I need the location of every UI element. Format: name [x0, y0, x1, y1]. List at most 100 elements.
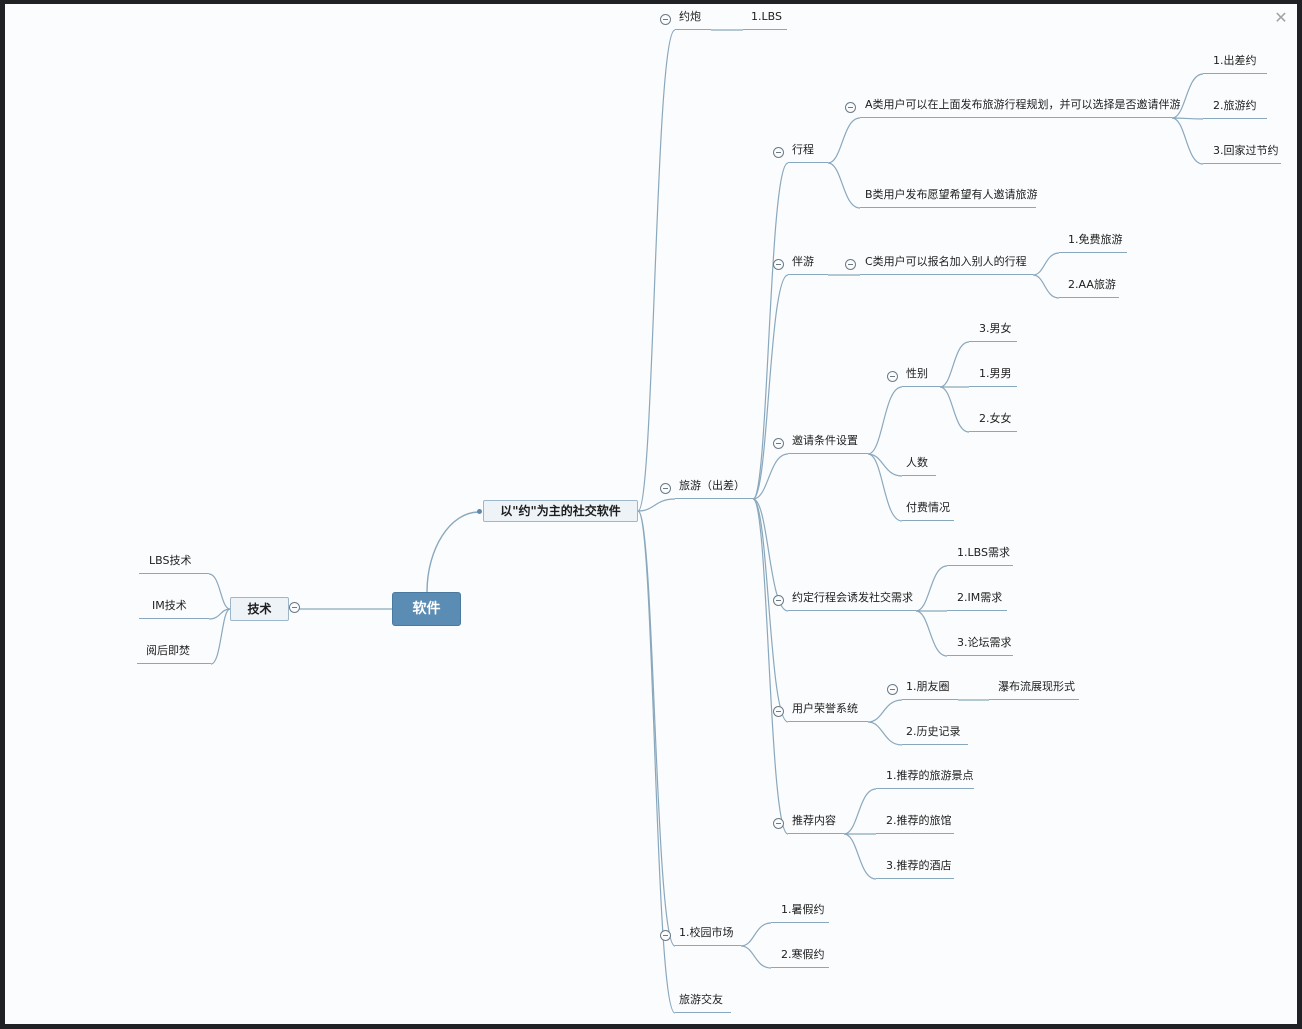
gender-child-mixed[interactable]: 3.男女: [969, 322, 1017, 342]
tech-child-im[interactable]: IM技术: [139, 599, 209, 619]
gender-node[interactable]: 性别: [902, 367, 940, 387]
recommend-child-label: 2.推荐的旅馆: [886, 814, 952, 827]
honor-node[interactable]: 用户荣誉系统: [788, 702, 868, 722]
connector-line: [915, 565, 948, 612]
connector-line: [208, 573, 231, 610]
user-a-node[interactable]: A类用户可以在上面发布旅游行程规划，并可以选择是否邀请伴游: [860, 98, 1181, 118]
recommend-child-label: 3.推荐的酒店: [886, 859, 952, 872]
collapse-minus-icon[interactable]: [845, 259, 856, 270]
recommend-child-hotels[interactable]: 3.推荐的酒店: [876, 859, 954, 879]
tech-child-burn[interactable]: 阅后即焚: [137, 644, 211, 664]
travel-friends-node[interactable]: 旅游交友: [675, 993, 731, 1013]
tech-label: 技术: [247, 602, 272, 616]
recommend-child-spots[interactable]: 1.推荐的旅游景点: [876, 769, 974, 789]
moments-node[interactable]: 1.朋友圈: [902, 680, 958, 700]
yuepao-node[interactable]: 约炮: [675, 10, 711, 30]
connector-line: [752, 162, 789, 500]
banyou-child-label: 1.免费旅游: [1068, 233, 1123, 246]
collapse-minus-icon[interactable]: [773, 438, 784, 449]
gender-child-male[interactable]: 1.男男: [969, 367, 1017, 387]
user-c-node[interactable]: C类用户可以报名加入别人的行程: [860, 255, 1033, 275]
connector-line: [843, 833, 877, 880]
collapse-minus-icon[interactable]: [773, 147, 784, 158]
collapse-minus-icon[interactable]: [845, 102, 856, 113]
campus-child-summer[interactable]: 1.暑假约: [771, 903, 829, 923]
tech-child-label: 阅后即焚: [146, 644, 190, 657]
banyou-child-label: 2.AA旅游: [1068, 278, 1116, 291]
gender-child-female[interactable]: 2.女女: [969, 412, 1017, 432]
connector-line: [1171, 117, 1204, 120]
connector-line: [843, 788, 877, 835]
connector-line: [939, 341, 970, 388]
connector-line: [827, 162, 861, 209]
waterfall-node[interactable]: 瀑布流展现形式: [989, 680, 1079, 700]
collapse-minus-icon[interactable]: [773, 818, 784, 829]
social-child-label: 2.IM需求: [957, 591, 1003, 604]
campus-child-winter[interactable]: 2.寒假约: [771, 948, 829, 968]
trip-child-label: 1.出差约: [1213, 54, 1257, 67]
collapse-minus-icon[interactable]: [773, 259, 784, 270]
recommend-child-label: 1.推荐的旅游景点: [886, 769, 974, 782]
recommend-child-inns[interactable]: 2.推荐的旅馆: [876, 814, 954, 834]
trip-child-business[interactable]: 1.出差约: [1203, 54, 1267, 74]
travel-friends-label: 旅游交友: [679, 993, 723, 1006]
banyou-label: 伴游: [792, 255, 814, 268]
recommend-label: 推荐内容: [792, 814, 836, 827]
campus-node[interactable]: 1.校园市场: [675, 926, 741, 946]
banyou-child-aa[interactable]: 2.AA旅游: [1059, 278, 1119, 298]
connector-line: [915, 610, 948, 657]
social-child-im[interactable]: 2.IM需求: [947, 591, 1007, 611]
connector-line: [867, 386, 903, 455]
xingcheng-node[interactable]: 行程: [788, 143, 828, 163]
history-label: 2.历史记录: [906, 725, 961, 738]
trip-child-label: 2.旅游约: [1213, 99, 1257, 112]
main-topic-label: 以"约"为主的社交软件: [500, 504, 621, 518]
main-topic-node[interactable]: 以"约"为主的社交软件: [483, 500, 638, 522]
banyou-child-free[interactable]: 1.免费旅游: [1059, 233, 1127, 253]
campus-label: 1.校园市场: [679, 926, 734, 939]
connector-lines: [208, 29, 1204, 1014]
collapse-minus-icon[interactable]: [773, 595, 784, 606]
close-icon[interactable]: ✕: [1274, 8, 1288, 27]
social-child-lbs[interactable]: 1.LBS需求: [947, 546, 1013, 566]
connector-line: [867, 721, 903, 746]
collapse-minus-icon[interactable]: [289, 602, 300, 613]
banyou-node[interactable]: 伴游: [788, 255, 828, 275]
collapse-minus-icon[interactable]: [660, 483, 671, 494]
xingcheng-label: 行程: [792, 143, 814, 156]
trip-child-home[interactable]: 3.回家过节约: [1203, 144, 1281, 164]
connector-line: [210, 608, 231, 665]
trip-child-label: 3.回家过节约: [1213, 144, 1279, 157]
yuepao-lbs-node[interactable]: 1.LBS: [743, 10, 787, 30]
root-label: 软件: [412, 601, 441, 617]
tech-child-lbs[interactable]: LBS技术: [139, 554, 209, 574]
social-node[interactable]: 约定行程会诱发社交需求: [788, 591, 916, 611]
campus-child-label: 2.寒假约: [781, 948, 825, 961]
recommend-node[interactable]: 推荐内容: [788, 814, 844, 834]
user-b-node[interactable]: B类用户发布愿望希望有人邀请旅游: [860, 188, 1038, 208]
mindmap-canvas[interactable]: ✕ 软件 技术 LBS技术 IM技术 阅后即焚 以"约"为主的社交软件 约炮 1…: [5, 4, 1297, 1024]
collapse-minus-icon[interactable]: [660, 930, 671, 941]
collapse-minus-icon[interactable]: [773, 706, 784, 717]
collapse-minus-icon[interactable]: [660, 14, 671, 25]
connector-line: [867, 453, 903, 522]
connector-line: [208, 608, 231, 620]
social-child-label: 3.论坛需求: [957, 636, 1012, 649]
invite-node[interactable]: 邀请条件设置: [788, 434, 868, 454]
collapse-minus-icon[interactable]: [887, 371, 898, 382]
gender-child-label: 3.男女: [979, 322, 1012, 335]
yuepao-label: 约炮: [679, 10, 701, 23]
collapse-minus-icon[interactable]: [887, 684, 898, 695]
tech-node[interactable]: 技术: [230, 597, 289, 621]
social-child-label: 1.LBS需求: [957, 546, 1010, 559]
social-child-forum[interactable]: 3.论坛需求: [947, 636, 1013, 656]
connector-dot: [477, 509, 482, 514]
travel-node[interactable]: 旅游（出差）: [675, 479, 753, 499]
honor-label: 用户荣誉系统: [792, 702, 858, 715]
trip-child-travel[interactable]: 2.旅游约: [1203, 99, 1267, 119]
connector-line: [637, 510, 676, 947]
root-node[interactable]: 软件: [392, 592, 461, 626]
history-node[interactable]: 2.历史记录: [902, 725, 968, 745]
pay-node[interactable]: 付费情况: [902, 501, 954, 521]
count-node[interactable]: 人数: [902, 456, 936, 476]
